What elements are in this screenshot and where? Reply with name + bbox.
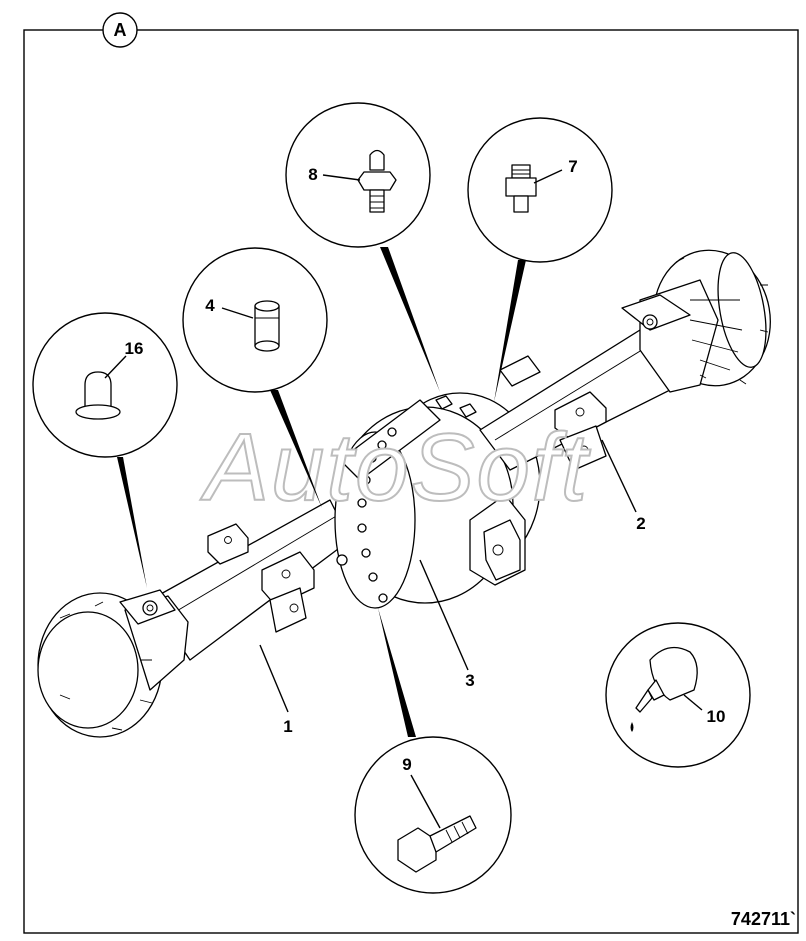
- callout-8: 8: [308, 165, 317, 184]
- leader-7: [494, 260, 526, 402]
- leader-2: [601, 439, 637, 513]
- detail-circle-8: [285, 102, 431, 248]
- callout-3: 3: [465, 671, 474, 690]
- leader-16: [117, 457, 147, 588]
- callout-2: 2: [636, 514, 645, 533]
- leader-3: [419, 559, 469, 671]
- leader-8: [380, 247, 440, 392]
- detail-circle-16: [32, 312, 178, 458]
- callout-10: 10: [707, 707, 726, 726]
- leader-9: [378, 608, 416, 737]
- detail-circle-10: [605, 622, 751, 768]
- leader-1: [259, 644, 289, 713]
- detail-circle-7: [467, 117, 613, 263]
- detail-circle-4: [182, 247, 328, 393]
- callout-1: 1: [283, 717, 292, 736]
- callout-9: 9: [402, 755, 411, 774]
- reference-number: 742711`: [731, 909, 796, 929]
- view-label-badge: A: [102, 12, 138, 48]
- axle-drawing: [37, 249, 771, 738]
- callout-4: 4: [205, 296, 215, 315]
- watermark: AutoSoft: [200, 414, 591, 521]
- drawing-frame: [23, 29, 799, 934]
- callout-7: 7: [568, 157, 577, 176]
- detail-circle-9: [354, 736, 512, 894]
- callout-16: 16: [125, 339, 144, 358]
- view-label: A: [114, 20, 127, 40]
- leader-4: [270, 390, 322, 508]
